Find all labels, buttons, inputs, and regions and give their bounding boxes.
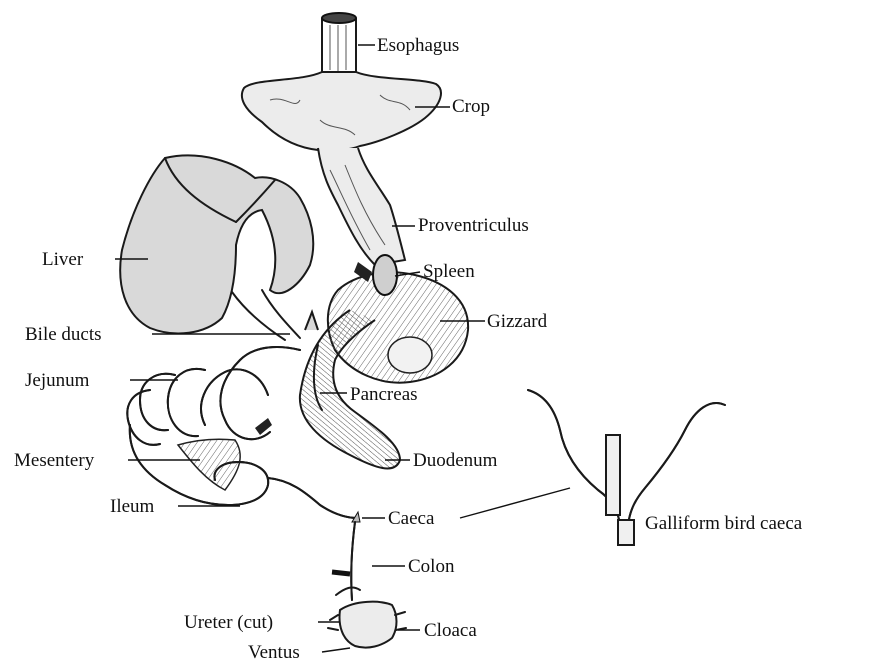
label-ventus: Ventus [248, 643, 300, 662]
label-cloaca: Cloaca [424, 621, 477, 640]
label-gizzard: Gizzard [487, 312, 547, 331]
liver-shape [120, 155, 313, 333]
label-duodenum: Duodenum [413, 451, 497, 470]
label-jejunum: Jejunum [25, 371, 89, 390]
mesentery-shape [178, 439, 240, 490]
cloaca-shape [328, 602, 406, 648]
label-ureter-cut: Ureter (cut) [184, 613, 273, 632]
label-bile-ducts: Bile ducts [25, 325, 102, 344]
label-spleen: Spleen [423, 262, 475, 281]
label-mesentery: Mesentery [14, 451, 94, 470]
bile-ducts-shape [232, 290, 300, 340]
label-pancreas: Pancreas [350, 385, 418, 404]
crop-shape [242, 72, 441, 151]
label-caeca: Caeca [388, 509, 434, 528]
label-ileum: Ileum [110, 497, 154, 516]
label-galliform-bird-caeca: Galliform bird caeca [645, 514, 802, 533]
proventriculus-shape [318, 148, 405, 265]
esophagus-shape [322, 13, 356, 75]
label-colon: Colon [408, 557, 454, 576]
label-esophagus: Esophagus [377, 36, 459, 55]
label-proventriculus: Proventriculus [418, 216, 529, 235]
label-liver: Liver [42, 250, 83, 269]
label-crop: Crop [452, 97, 490, 116]
jejunum-shape [127, 347, 300, 445]
colon-shape [332, 512, 360, 600]
